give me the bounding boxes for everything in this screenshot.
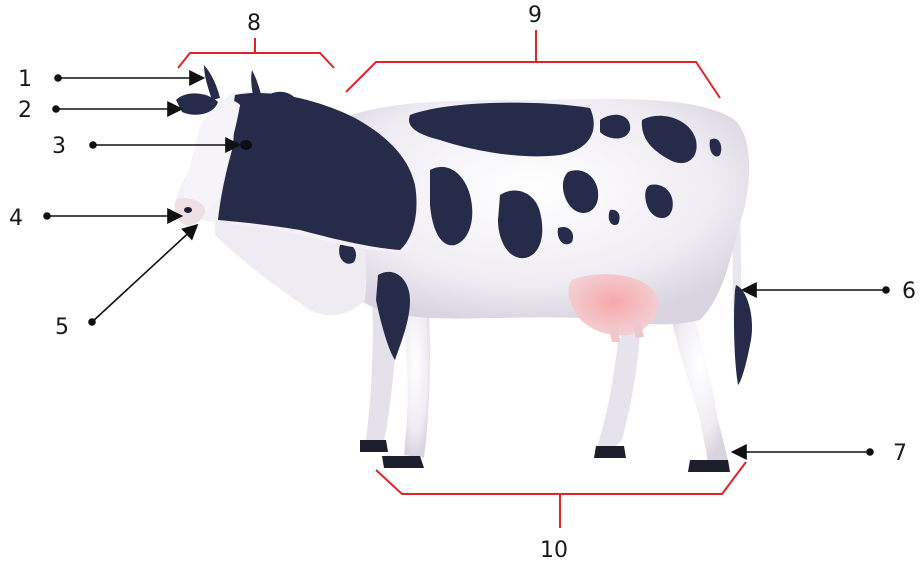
brackets bbox=[177, 30, 747, 528]
cow-ear bbox=[268, 91, 300, 125]
cow-spot bbox=[339, 243, 357, 264]
cow-front-leg-right bbox=[400, 300, 431, 458]
cow-blaze bbox=[183, 100, 240, 213]
cow-face-patch bbox=[218, 92, 417, 250]
callout-lines bbox=[43, 70, 890, 460]
cow-spot bbox=[641, 115, 697, 164]
cow-hoof bbox=[688, 460, 730, 472]
cow-ear bbox=[176, 93, 218, 115]
cow-teat bbox=[632, 320, 644, 338]
cow-spot bbox=[608, 209, 620, 226]
label-10: 10 bbox=[540, 538, 568, 563]
cow-hoof bbox=[594, 446, 626, 458]
cow-back-leg-right bbox=[672, 300, 728, 462]
cow-spot bbox=[409, 102, 594, 157]
cow-spot bbox=[709, 138, 722, 157]
label-9: 9 bbox=[528, 3, 542, 28]
cow-udder bbox=[568, 274, 659, 336]
cow-spot bbox=[645, 184, 673, 219]
cow-horn bbox=[251, 70, 262, 101]
cow-spot bbox=[600, 114, 631, 139]
body-bracket bbox=[345, 61, 721, 99]
cow-spot bbox=[376, 271, 410, 360]
label-5: 5 bbox=[55, 315, 69, 340]
label-7: 7 bbox=[893, 441, 907, 466]
number-labels: 1 2 3 4 5 6 7 8 9 10 bbox=[9, 3, 916, 563]
cow-horn bbox=[204, 65, 220, 100]
callout-arrow-5 bbox=[91, 223, 199, 323]
cow-back-leg-left bbox=[596, 320, 640, 450]
cow-spot bbox=[498, 190, 543, 259]
label-1: 1 bbox=[18, 67, 32, 92]
cow-illustration bbox=[174, 65, 753, 472]
cow-hoof bbox=[360, 440, 388, 452]
legs-bracket bbox=[375, 461, 747, 495]
cow-tail-switch bbox=[734, 285, 753, 385]
cow-spot bbox=[562, 170, 599, 213]
cow-nostril bbox=[184, 207, 192, 213]
label-8: 8 bbox=[247, 11, 261, 36]
label-3: 3 bbox=[52, 134, 66, 159]
head-bracket bbox=[177, 52, 335, 69]
label-4: 4 bbox=[9, 206, 23, 231]
label-6: 6 bbox=[902, 279, 916, 304]
cow-spot bbox=[430, 166, 473, 246]
cow-eye bbox=[240, 140, 252, 150]
cow-hoof bbox=[382, 456, 424, 468]
cow-teat bbox=[608, 325, 620, 342]
cow-spot bbox=[557, 226, 574, 245]
label-2: 2 bbox=[18, 98, 32, 123]
